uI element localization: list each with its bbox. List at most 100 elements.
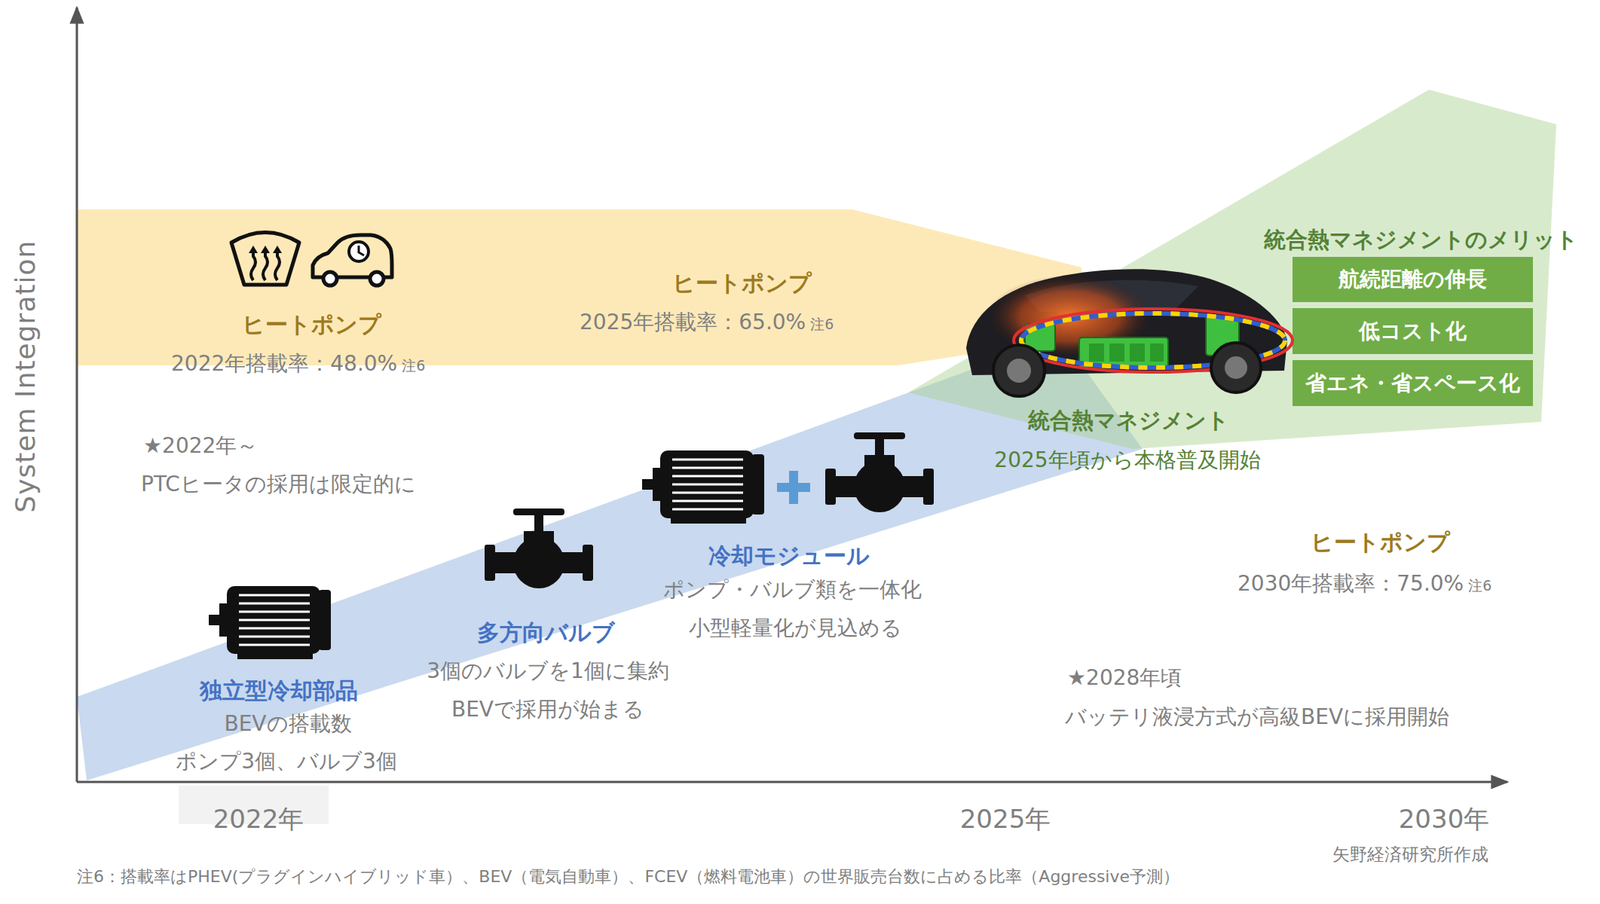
icon-part [874,437,885,460]
stage-text: ポンプ・バルブ類を一体化 [663,577,922,603]
icon-part [318,590,331,651]
icon-part [825,468,836,505]
icon-part [523,531,554,547]
integrated-thermal-band: 統合熱マネジメント2025年頃から本格普及開始統合熱マネジメントのメリット航続距… [908,89,1557,450]
stage-heading: 多方向バルブ [477,619,615,647]
icon-part [238,636,310,639]
icon-part [358,245,365,256]
merit-text: 航続距離の伸長 [1338,266,1487,293]
wheel-hub [1006,358,1031,383]
icon-part [513,537,565,589]
axis-tick: 2030年 [1398,804,1490,836]
stage-text: 3個のバルブを1個に集約 [426,658,670,685]
rate-text: 2025年搭載率：65.0% [579,309,806,336]
icon-part [672,508,744,511]
battery-cell [1129,343,1145,362]
stage-text: ポンプ3個、バルブ3個 [175,749,398,775]
valve-icon [484,508,594,589]
icon-part [899,476,925,498]
merit-box: 航続距離の伸長 [1292,256,1533,303]
icon-part [226,586,321,655]
icon-part [238,602,310,606]
battery-cell [1109,343,1125,362]
merit-box: 低コスト化 [1292,308,1533,355]
icon-part [672,475,744,478]
icon-part [238,594,310,597]
coolant-loop [1021,313,1285,368]
year-highlight [178,786,329,825]
battery-cell [1089,343,1105,362]
icon-part [652,468,661,502]
icon-part [231,232,300,286]
note-text: PTCヒータの採用は限定的に [140,471,417,498]
band-fill [76,209,1082,366]
car-illustration [966,269,1293,397]
wheel-hub [1224,356,1248,380]
icon-part [484,544,496,582]
wheel [1211,342,1261,393]
icon-part [238,619,310,622]
icon-part [582,544,594,582]
icon-part [864,455,895,471]
y-axis [76,7,79,783]
icon-part [348,241,369,262]
icon-part [513,508,565,516]
stage-heading: 統合熱マネジメント [1027,407,1230,435]
merit-heading: 統合熱マネジメントのメリット [1263,226,1579,254]
stage-heading: 独立型冷却部品 [199,677,358,705]
x-axis [76,781,1508,784]
icon-part [312,235,392,278]
wheel [993,345,1045,397]
stage-text: BEVの搭載数 [223,711,352,738]
icon-part [272,245,282,254]
band-fill [908,89,1557,450]
pump-icon [642,450,765,524]
coolant-loop [1021,313,1285,368]
footnote: 注6：搭載率はPHEV(プラグインハイブリッド車）、BEV（電気自動車）、FCE… [76,867,1180,888]
axis-tick: 2022年 [213,804,305,836]
axis-tick: 2025年 [960,804,1052,836]
icon-part [672,492,744,495]
icon-part [672,500,744,503]
icon-part [834,476,860,498]
battery-module [1079,337,1169,368]
note-mark: 注6 [401,357,426,375]
note-mark: 注6 [810,315,834,334]
icon-part [370,272,384,286]
icon-part [238,611,310,614]
icon-part [260,245,270,254]
car-window [1024,280,1199,313]
band-heading: ヒートポンプ [672,269,812,297]
icon-part [237,653,313,660]
note-text: ★2022年～ [143,433,258,459]
icon-group [208,232,934,661]
icon-part [670,517,747,524]
icon-part [752,454,765,515]
icon-part [853,432,906,440]
icon-part [789,471,799,505]
axis-title: System Integration [9,240,42,514]
car-icon [312,235,392,286]
icon-part [534,513,544,536]
pump-icon [208,586,331,660]
battery-cell [1150,343,1164,362]
car-body [966,269,1288,376]
coolant-loop [1013,308,1293,373]
band-shape [76,209,1082,366]
icon-part [672,483,744,487]
stage-text: 小型軽量化が見込める [688,615,903,642]
note-text: バッテリ液浸方式が高級BEVに採用開始 [1064,704,1450,731]
stage-text: 2025年頃から本格普及開始 [994,447,1261,474]
icon-part [923,468,934,505]
icon-part [672,467,744,470]
note-text: ★2028年頃 [1067,665,1182,692]
merit-box: 省エネ・省スペース化 [1292,360,1533,407]
stage-heading: 冷却モジュール [708,542,870,570]
valve-icon [825,432,934,513]
icon-part [250,250,256,281]
icon-part [263,250,268,281]
icon-part [660,450,754,519]
icon-part [493,552,520,574]
icon-part [558,552,585,574]
